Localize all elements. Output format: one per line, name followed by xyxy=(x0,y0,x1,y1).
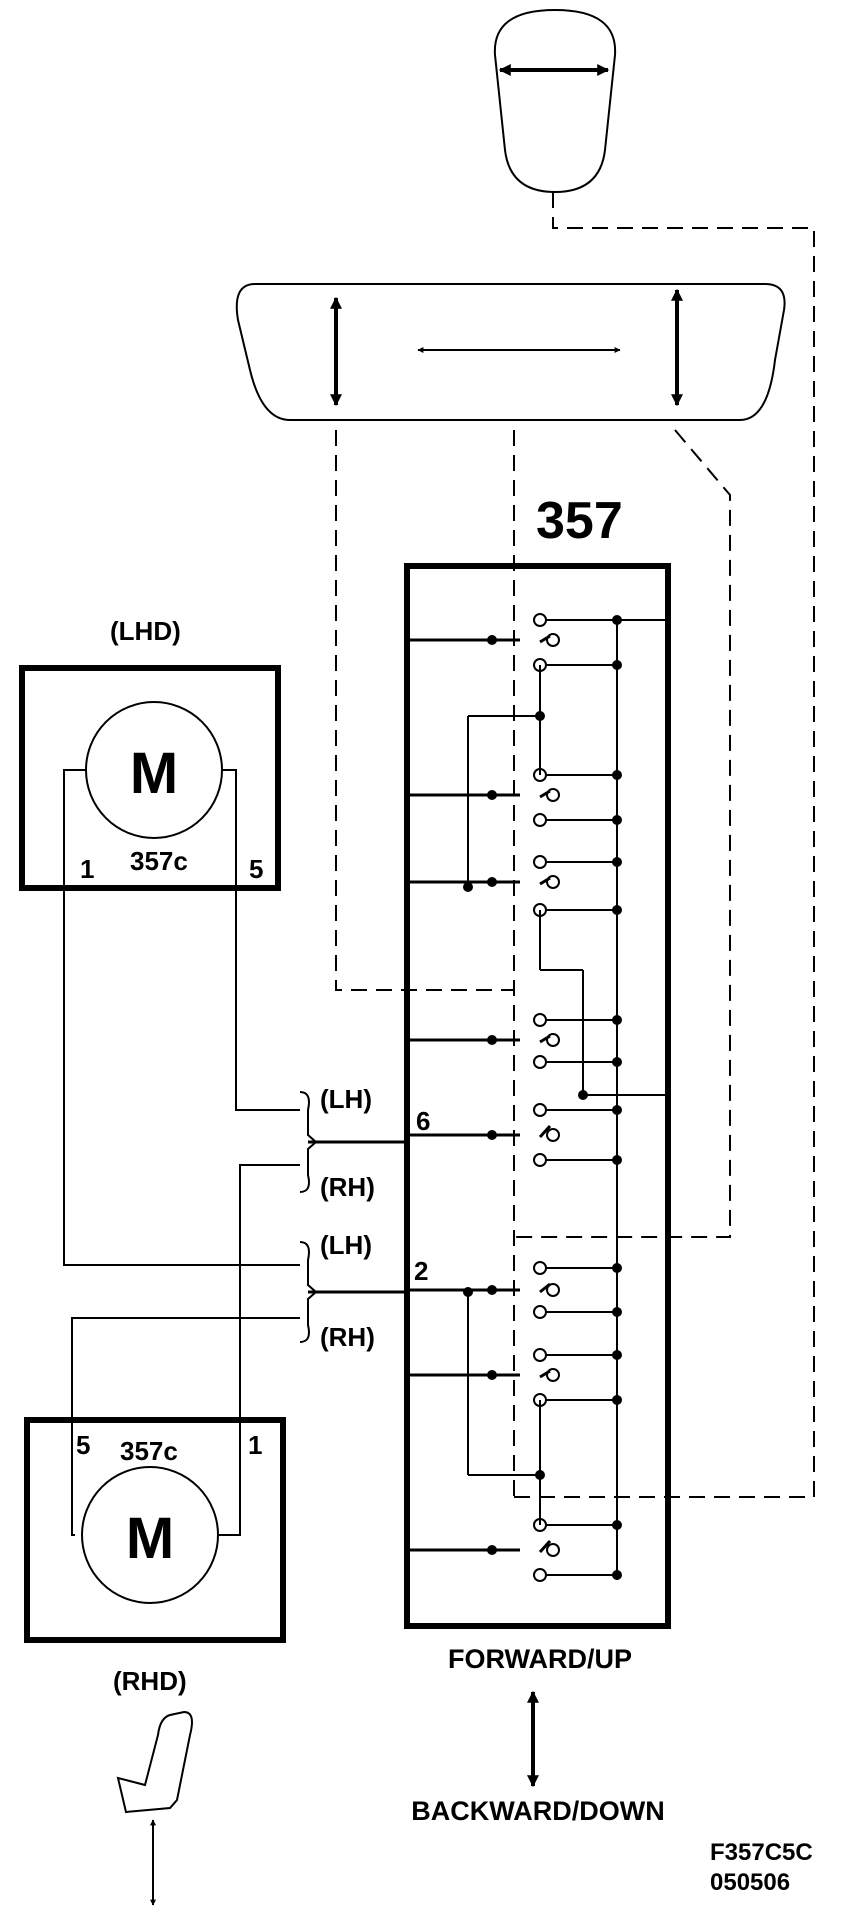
motor-lhd-pin-1: 1 xyxy=(80,854,94,884)
rhd-heading: (RHD) xyxy=(113,1666,187,1696)
junction-dot xyxy=(612,1350,622,1360)
contact-terminal xyxy=(546,1283,560,1297)
junction-dot xyxy=(612,1395,622,1405)
junction-dot xyxy=(487,790,497,800)
contact-terminal xyxy=(533,855,547,869)
motor-lhd: (LHD) M 357c 1 5 xyxy=(19,616,281,891)
junction-dot xyxy=(578,1090,588,1100)
mechanical-links xyxy=(335,192,815,1500)
seat-icon xyxy=(116,1710,193,1906)
backward-down-label: BACKWARD/DOWN xyxy=(411,1796,664,1826)
lhd-heading: (LHD) xyxy=(110,616,181,646)
junction-dot xyxy=(612,1015,622,1025)
junction-dot xyxy=(487,1130,497,1140)
junction-dot xyxy=(612,815,622,825)
contact-terminal xyxy=(533,1261,547,1275)
junction-dot xyxy=(612,770,622,780)
connector-lower-rh: (RH) xyxy=(320,1322,375,1352)
contact-terminal xyxy=(533,1055,547,1069)
junction-dot xyxy=(487,635,497,645)
motor-rhd-pin-5: 5 xyxy=(76,1430,90,1460)
motor-rhd-pin-1: 1 xyxy=(248,1430,262,1460)
junction-dot xyxy=(612,857,622,867)
motor-rhd: M 357c 5 1 (RHD) xyxy=(24,1417,286,1696)
junction-dot xyxy=(612,1570,622,1580)
rocker-shape xyxy=(235,283,786,421)
junction-dot xyxy=(612,1155,622,1165)
junction-dot xyxy=(612,1520,622,1530)
motor-rhd-label: 357c xyxy=(120,1436,178,1466)
wire xyxy=(538,1539,552,1554)
junction-dot xyxy=(612,1307,622,1317)
junction-dot xyxy=(612,660,622,670)
connector-lower: (LH) (RH) 2 xyxy=(320,1230,428,1352)
figure-code: F357C5C xyxy=(710,1839,813,1866)
contact-terminal xyxy=(533,1103,547,1117)
contact-terminal xyxy=(546,1128,560,1142)
motor-rhd-symbol: M xyxy=(126,1506,174,1571)
motor-wiring xyxy=(63,769,408,1536)
junction-dot xyxy=(487,1370,497,1380)
junction-dot xyxy=(612,905,622,915)
contact-terminal xyxy=(533,1568,547,1582)
contact-terminal xyxy=(533,613,547,627)
junction-dot xyxy=(463,1287,473,1297)
contact-terminal xyxy=(533,1348,547,1362)
junction-dot xyxy=(487,1285,497,1295)
connector-upper: (LH) (RH) 6 xyxy=(320,1084,430,1202)
knob-shape xyxy=(493,8,617,194)
connector-upper-pin: 6 xyxy=(416,1106,430,1136)
junction-dot xyxy=(487,877,497,887)
switch-contacts xyxy=(408,613,668,1582)
contact-terminal xyxy=(533,1305,547,1319)
wire xyxy=(538,1124,552,1139)
wire xyxy=(539,1282,551,1294)
wire xyxy=(539,789,551,799)
junction-dot xyxy=(612,1263,622,1273)
forward-up-label: FORWARD/UP xyxy=(448,1644,632,1674)
connector-upper-rh: (RH) xyxy=(320,1172,375,1202)
motor-lhd-symbol: M xyxy=(130,741,178,806)
junction-dot xyxy=(612,615,622,625)
wire xyxy=(539,876,551,886)
switch-label: 357 xyxy=(536,492,623,550)
contact-terminal xyxy=(546,1543,560,1557)
contact-terminal xyxy=(533,813,547,827)
connector-lower-lh: (LH) xyxy=(320,1230,372,1260)
wire xyxy=(539,1369,551,1379)
wire xyxy=(539,1034,551,1044)
contact-terminal xyxy=(533,1013,547,1027)
junction-dot xyxy=(612,1057,622,1067)
contact-terminal xyxy=(533,1153,547,1167)
direction-labels: FORWARD/UP BACKWARD/DOWN xyxy=(411,1644,664,1826)
connector-upper-lh: (LH) xyxy=(320,1084,372,1114)
motor-lhd-pin-5: 5 xyxy=(249,854,263,884)
motor-lhd-label: 357c xyxy=(130,846,188,876)
junction-dot xyxy=(487,1545,497,1555)
switch-357: 357 xyxy=(404,492,671,1629)
junction-dot xyxy=(487,1035,497,1045)
figure-date: 050506 xyxy=(710,1869,790,1896)
junction-dot xyxy=(463,882,473,892)
wire xyxy=(539,634,551,644)
connector-lower-pin: 2 xyxy=(414,1256,428,1286)
junction-dot xyxy=(612,1105,622,1115)
